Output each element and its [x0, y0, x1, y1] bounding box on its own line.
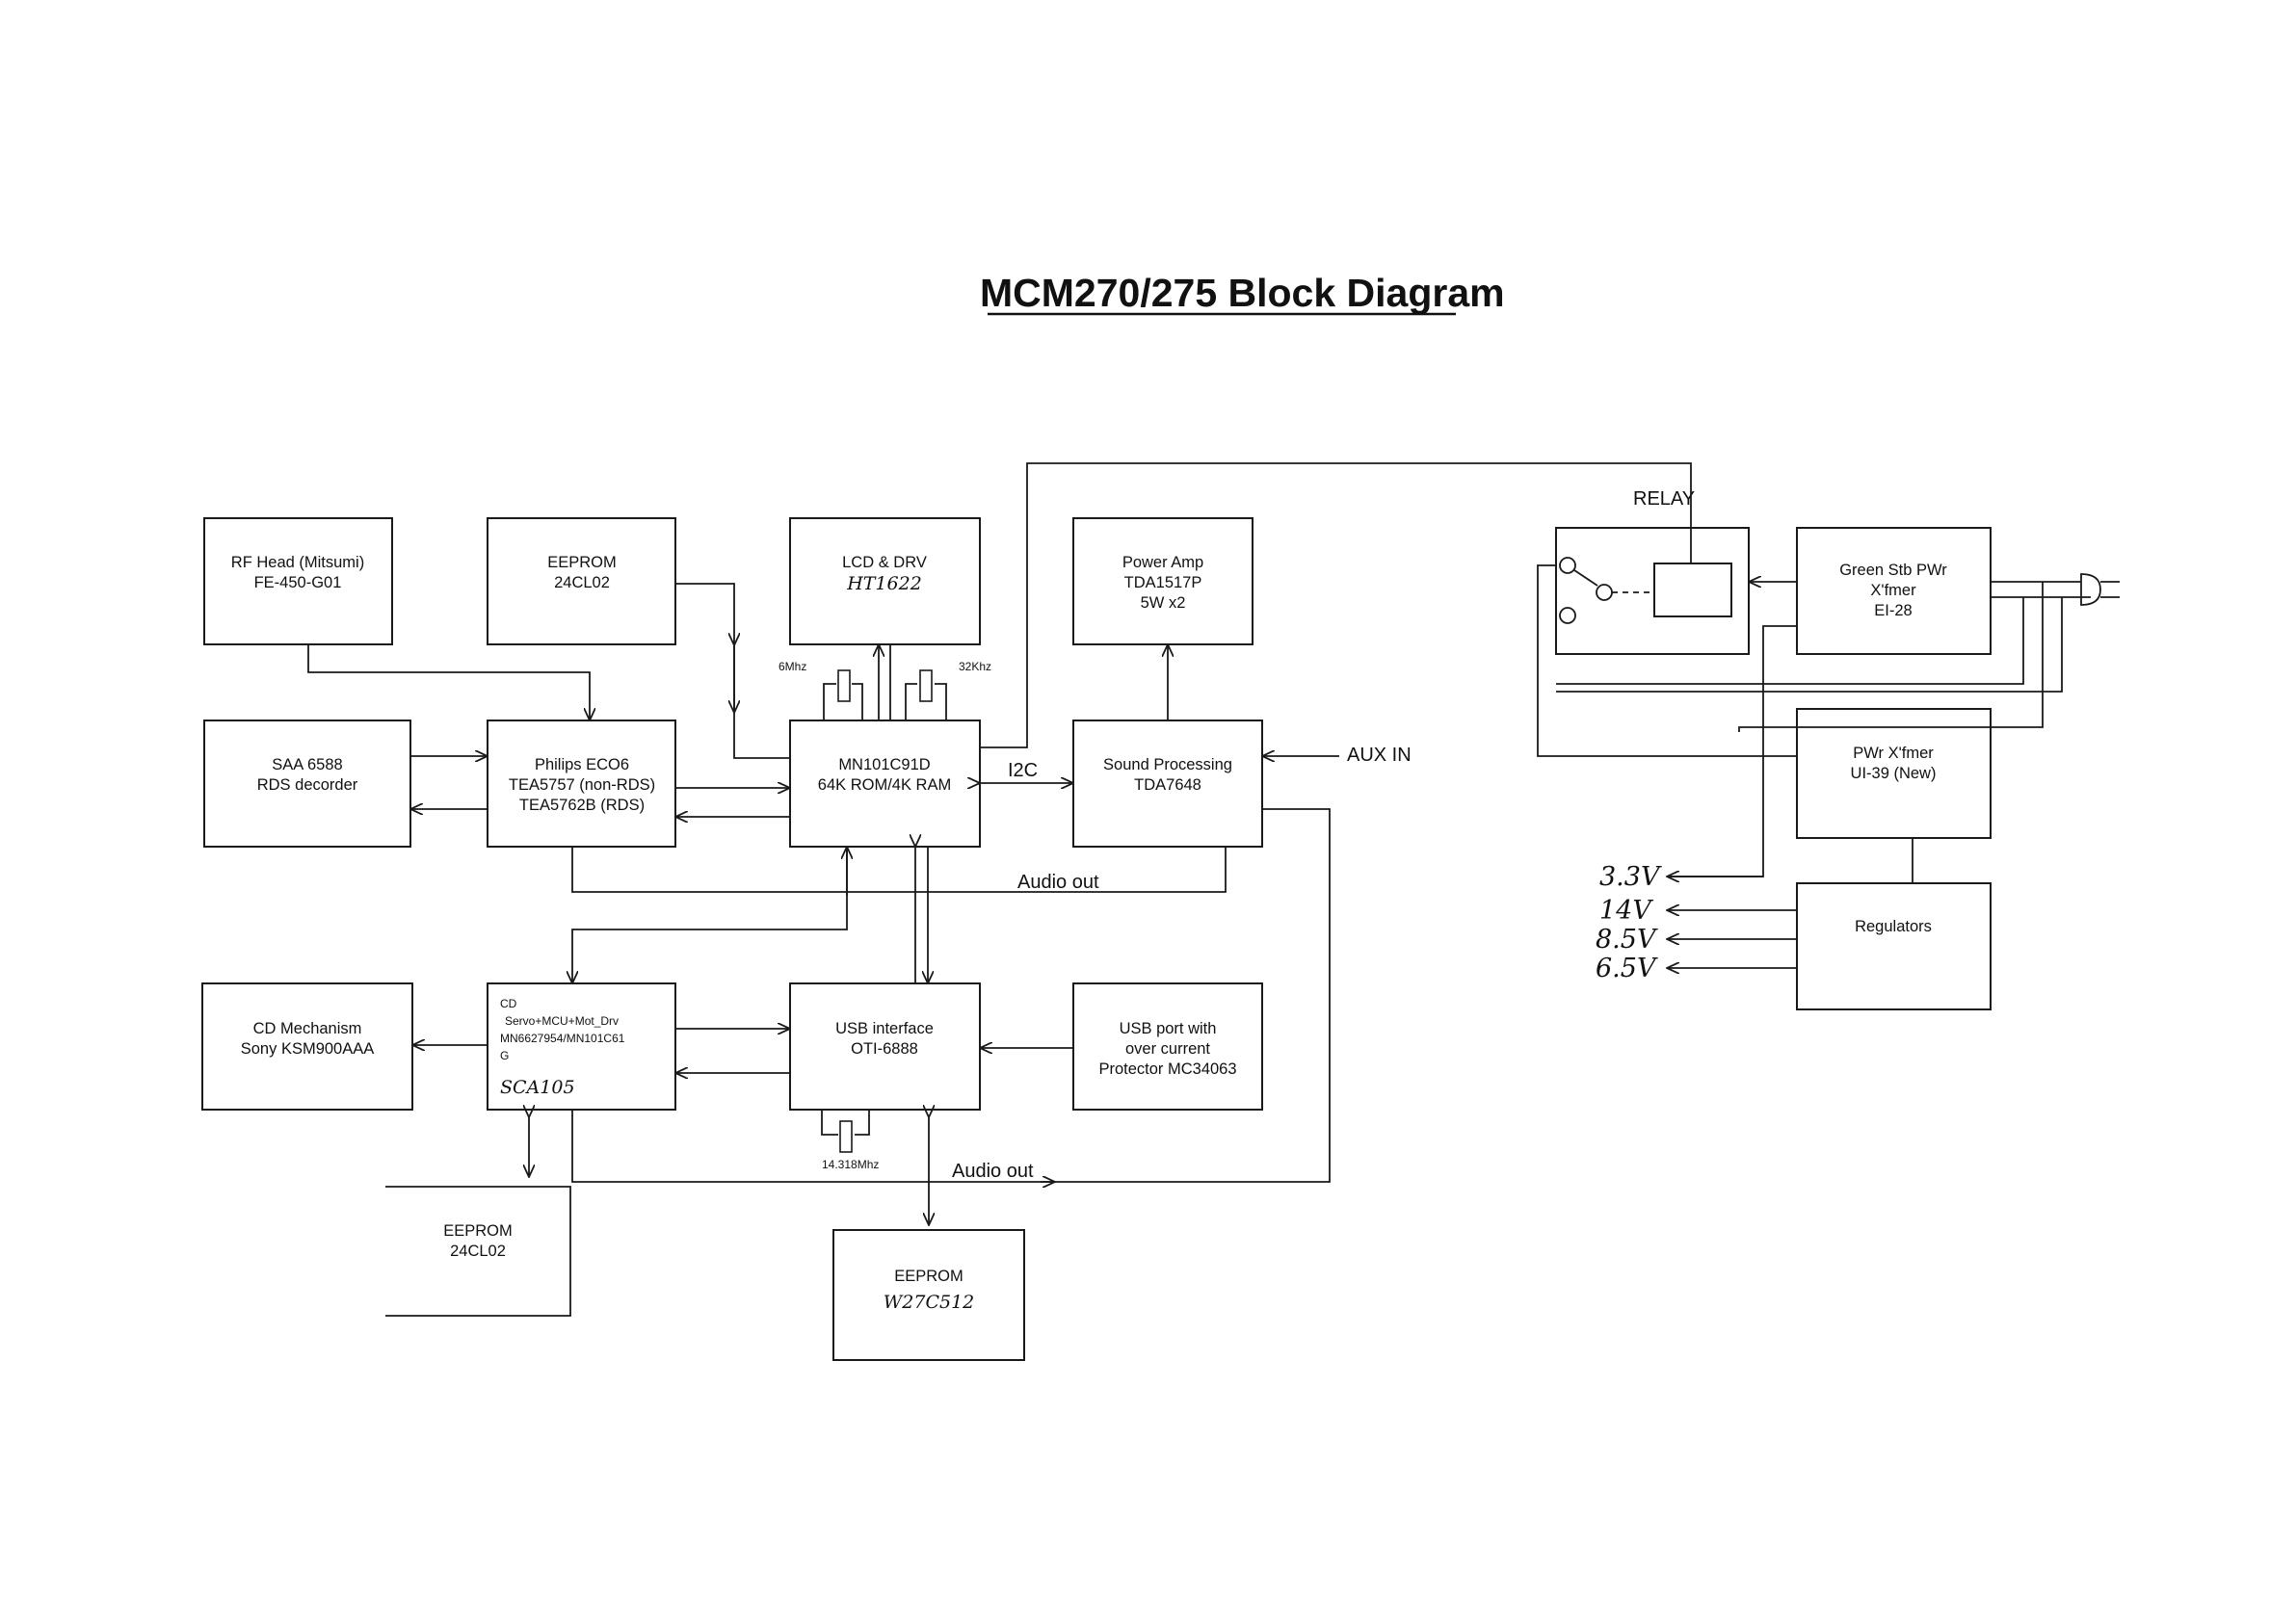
xtal-14mhz-label: 14.318Mhz [822, 1158, 879, 1171]
block-pwr-xfmer: PWr X'fmer UI-39 (New) [1796, 708, 1992, 839]
usb-iface-line1: USB interface [835, 1020, 934, 1037]
crystal-32khz: 32Khz [905, 660, 991, 720]
green-stb-line2: X'fmer [1870, 582, 1916, 599]
saa-rds-line2: RDS decorder [257, 776, 358, 794]
mcu-line2: 64K ROM/4K RAM [818, 776, 951, 794]
block-power-amp: Power Amp TDA1517P 5W x2 [1072, 517, 1254, 645]
usb-iface-line2: OTI-6888 [851, 1040, 918, 1058]
usb-port-line3: Protector MC34063 [1098, 1060, 1236, 1078]
xtal-32khz-label: 32Khz [959, 660, 991, 673]
cd-mech-line1: CD Mechanism [253, 1020, 362, 1037]
eeprom-bottom-line1: EEPROM [443, 1222, 513, 1240]
sound-proc-line2: TDA7648 [1134, 776, 1201, 794]
relay-label: RELAY [1633, 488, 1695, 510]
mcu-line1: MN101C91D [838, 756, 930, 773]
regulators-line1: Regulators [1855, 918, 1932, 935]
pwr-xfmer-line2: UI-39 (New) [1851, 765, 1937, 782]
cd-servo-line1: CD [500, 997, 517, 1010]
sound-proc-line1: Sound Processing [1103, 756, 1232, 773]
philips-eco-line1: Philips ECO6 [535, 756, 629, 773]
rf-head-line2: FE-450-G01 [254, 574, 342, 591]
block-eeprom-top: EEPROM 24CL02 [487, 517, 676, 645]
block-cd-mechanism: CD Mechanism Sony KSM900AAA [201, 982, 413, 1111]
usb-port-line2: over current [1125, 1040, 1210, 1058]
lcd-drv-line2: HT1622 [846, 573, 922, 594]
connections: I2C AUX IN Audio out Audio out [307, 462, 2120, 1225]
cd-servo-line4: G [500, 1049, 509, 1062]
philips-eco-line2: TEA5757 (non-RDS) [509, 776, 655, 794]
power-amp-line2: TDA1517P [1124, 574, 1202, 591]
power-amp-line1: Power Amp [1122, 554, 1203, 571]
aux-in-label: AUX IN [1347, 745, 1412, 766]
voltage-14v: 14V [1599, 896, 1653, 926]
lcd-drv-line1: LCD & DRV [842, 554, 927, 571]
usb-port-line1: USB port with [1120, 1020, 1217, 1037]
i2c-label: I2C [1008, 760, 1038, 781]
block-relay: RELAY [1555, 488, 1750, 655]
eeprom-usb-line1: EEPROM [894, 1268, 963, 1285]
cd-servo-line2: Servo+MCU+Mot_Drv [505, 1014, 619, 1028]
voltage-6v5: 6.5V [1596, 954, 1658, 983]
cd-mech-line2: Sony KSM900AAA [241, 1040, 375, 1058]
audio-out-label-2: Audio out [952, 1161, 1034, 1182]
block-cd-servo: CD Servo+MCU+Mot_Drv MN6627954/MN101C61 … [487, 982, 676, 1111]
block-sound-processing: Sound Processing TDA7648 [1072, 720, 1263, 848]
block-usb-port: USB port with over current Protector MC3… [1072, 982, 1263, 1111]
block-rf-head: RF Head (Mitsumi) FE-450-G01 [203, 517, 393, 645]
block-usb-interface: USB interface OTI-6888 [789, 982, 981, 1111]
rf-head-line1: RF Head (Mitsumi) [231, 554, 364, 571]
green-stb-line3: EI-28 [1874, 602, 1912, 619]
block-philips-eco: Philips ECO6 TEA5757 (non-RDS) TEA5762B … [487, 720, 676, 848]
eeprom-bottom-line2: 24CL02 [450, 1243, 506, 1260]
block-lcd-drv: LCD & DRV HT1622 [789, 517, 981, 645]
saa-rds-line1: SAA 6588 [272, 756, 342, 773]
voltage-8v5: 8.5V [1596, 925, 1658, 955]
xtal-6mhz-label: 6Mhz [779, 660, 806, 673]
block-saa-rds: SAA 6588 RDS decorder [203, 720, 411, 848]
pwr-xfmer-line1: PWr X'fmer [1853, 745, 1934, 762]
block-eeprom-usb: EEPROM W27C512 [832, 1229, 1025, 1361]
green-stb-line1: Green Stb PWr [1839, 562, 1947, 579]
audio-out-label-1: Audio out [1017, 872, 1099, 893]
block-eeprom-bottom: EEPROM 24CL02 [385, 1186, 571, 1317]
block-green-stb: Green Stb PWr X'fmer EI-28 [1796, 527, 1992, 655]
cd-servo-line3: MN6627954/MN101C61 [500, 1032, 625, 1045]
cd-servo-line5: SCA105 [500, 1077, 575, 1098]
crystal-6mhz: 6Mhz [779, 660, 863, 720]
eeprom-usb-line2: W27C512 [884, 1292, 975, 1313]
block-mcu: MN101C91D 64K ROM/4K RAM [789, 720, 981, 848]
diagram-title: MCM270/275 Block Diagram [980, 271, 1505, 315]
philips-eco-line3: TEA5762B (RDS) [519, 797, 645, 814]
crystal-14mhz: 14.318Mhz [821, 1110, 879, 1171]
power-amp-line3: 5W x2 [1141, 594, 1186, 612]
voltage-3v3: 3.3V [1599, 862, 1662, 892]
eeprom-top-line2: 24CL02 [554, 574, 610, 591]
block-regulators: Regulators [1796, 882, 1992, 1010]
eeprom-top-line1: EEPROM [547, 554, 617, 571]
